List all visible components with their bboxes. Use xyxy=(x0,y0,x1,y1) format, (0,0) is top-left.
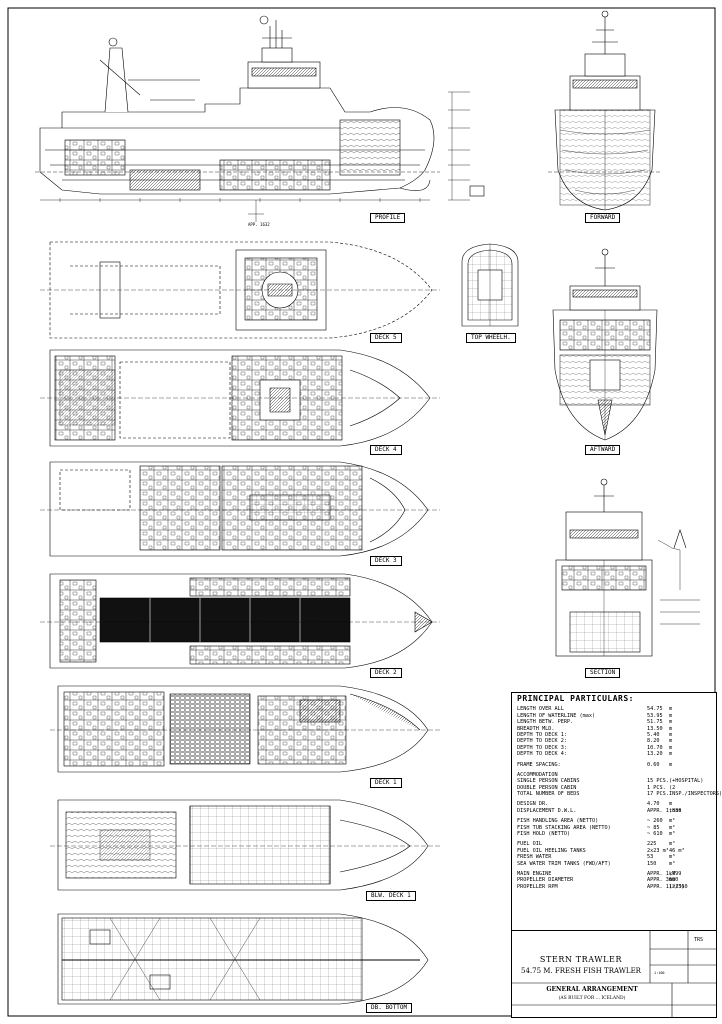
forward-view xyxy=(548,10,662,211)
section-view xyxy=(555,478,700,657)
deck2-plan xyxy=(40,573,440,669)
title-line-4: (AS BUILT FOR ... ICELAND) xyxy=(558,996,626,1001)
title-scale: 1:100 xyxy=(654,971,665,975)
label-section: SECTION xyxy=(585,668,621,678)
label-forward: FORWARD xyxy=(585,213,621,223)
profile-frame-mark: APP. 1632 xyxy=(248,222,270,227)
title-side-code: TRS xyxy=(694,937,704,943)
deck3-plan xyxy=(40,461,440,557)
title-line-3: GENERAL ARRANGEMENT xyxy=(546,986,638,993)
label-blw-deck1: BLW. DECK 1 xyxy=(366,891,416,901)
title-block: STERN TRAWLER 54.75 M. FRESH FISH TRAWLE… xyxy=(511,930,717,1018)
deck4-plan xyxy=(40,349,440,447)
below-deck1-plan xyxy=(50,799,440,891)
label-deck5: DECK 5 xyxy=(370,333,402,343)
aftward-view xyxy=(552,248,658,441)
top-wheelhouse-plan xyxy=(461,243,519,327)
double-bottom-plan xyxy=(57,913,429,1005)
deck5-plan xyxy=(40,241,440,339)
principal-particulars-title: PRINCIPAL PARTICULARS: xyxy=(517,694,634,703)
pp-accommodation-header: ACCOMMODATION xyxy=(517,771,558,778)
label-profile: PROFILE xyxy=(370,213,406,223)
label-top-wheelh: TOP WHEELH. xyxy=(466,333,516,343)
label-deck3: DECK 3 xyxy=(370,556,402,566)
label-deck1: DECK 1 xyxy=(370,778,402,788)
title-line-1: STERN TRAWLER xyxy=(539,955,623,964)
title-block-frame xyxy=(512,931,716,1017)
label-aftward: AFTWARD xyxy=(585,445,621,455)
deck1-plan xyxy=(50,685,440,773)
title-line-2: 54.75 M. FRESH FISH TRAWLER xyxy=(521,967,641,975)
profile-view xyxy=(35,15,485,222)
label-db-bottom: DB. BOTTOM xyxy=(366,1003,413,1013)
label-deck4: DECK 4 xyxy=(370,445,402,455)
label-deck2: DECK 2 xyxy=(370,668,402,678)
